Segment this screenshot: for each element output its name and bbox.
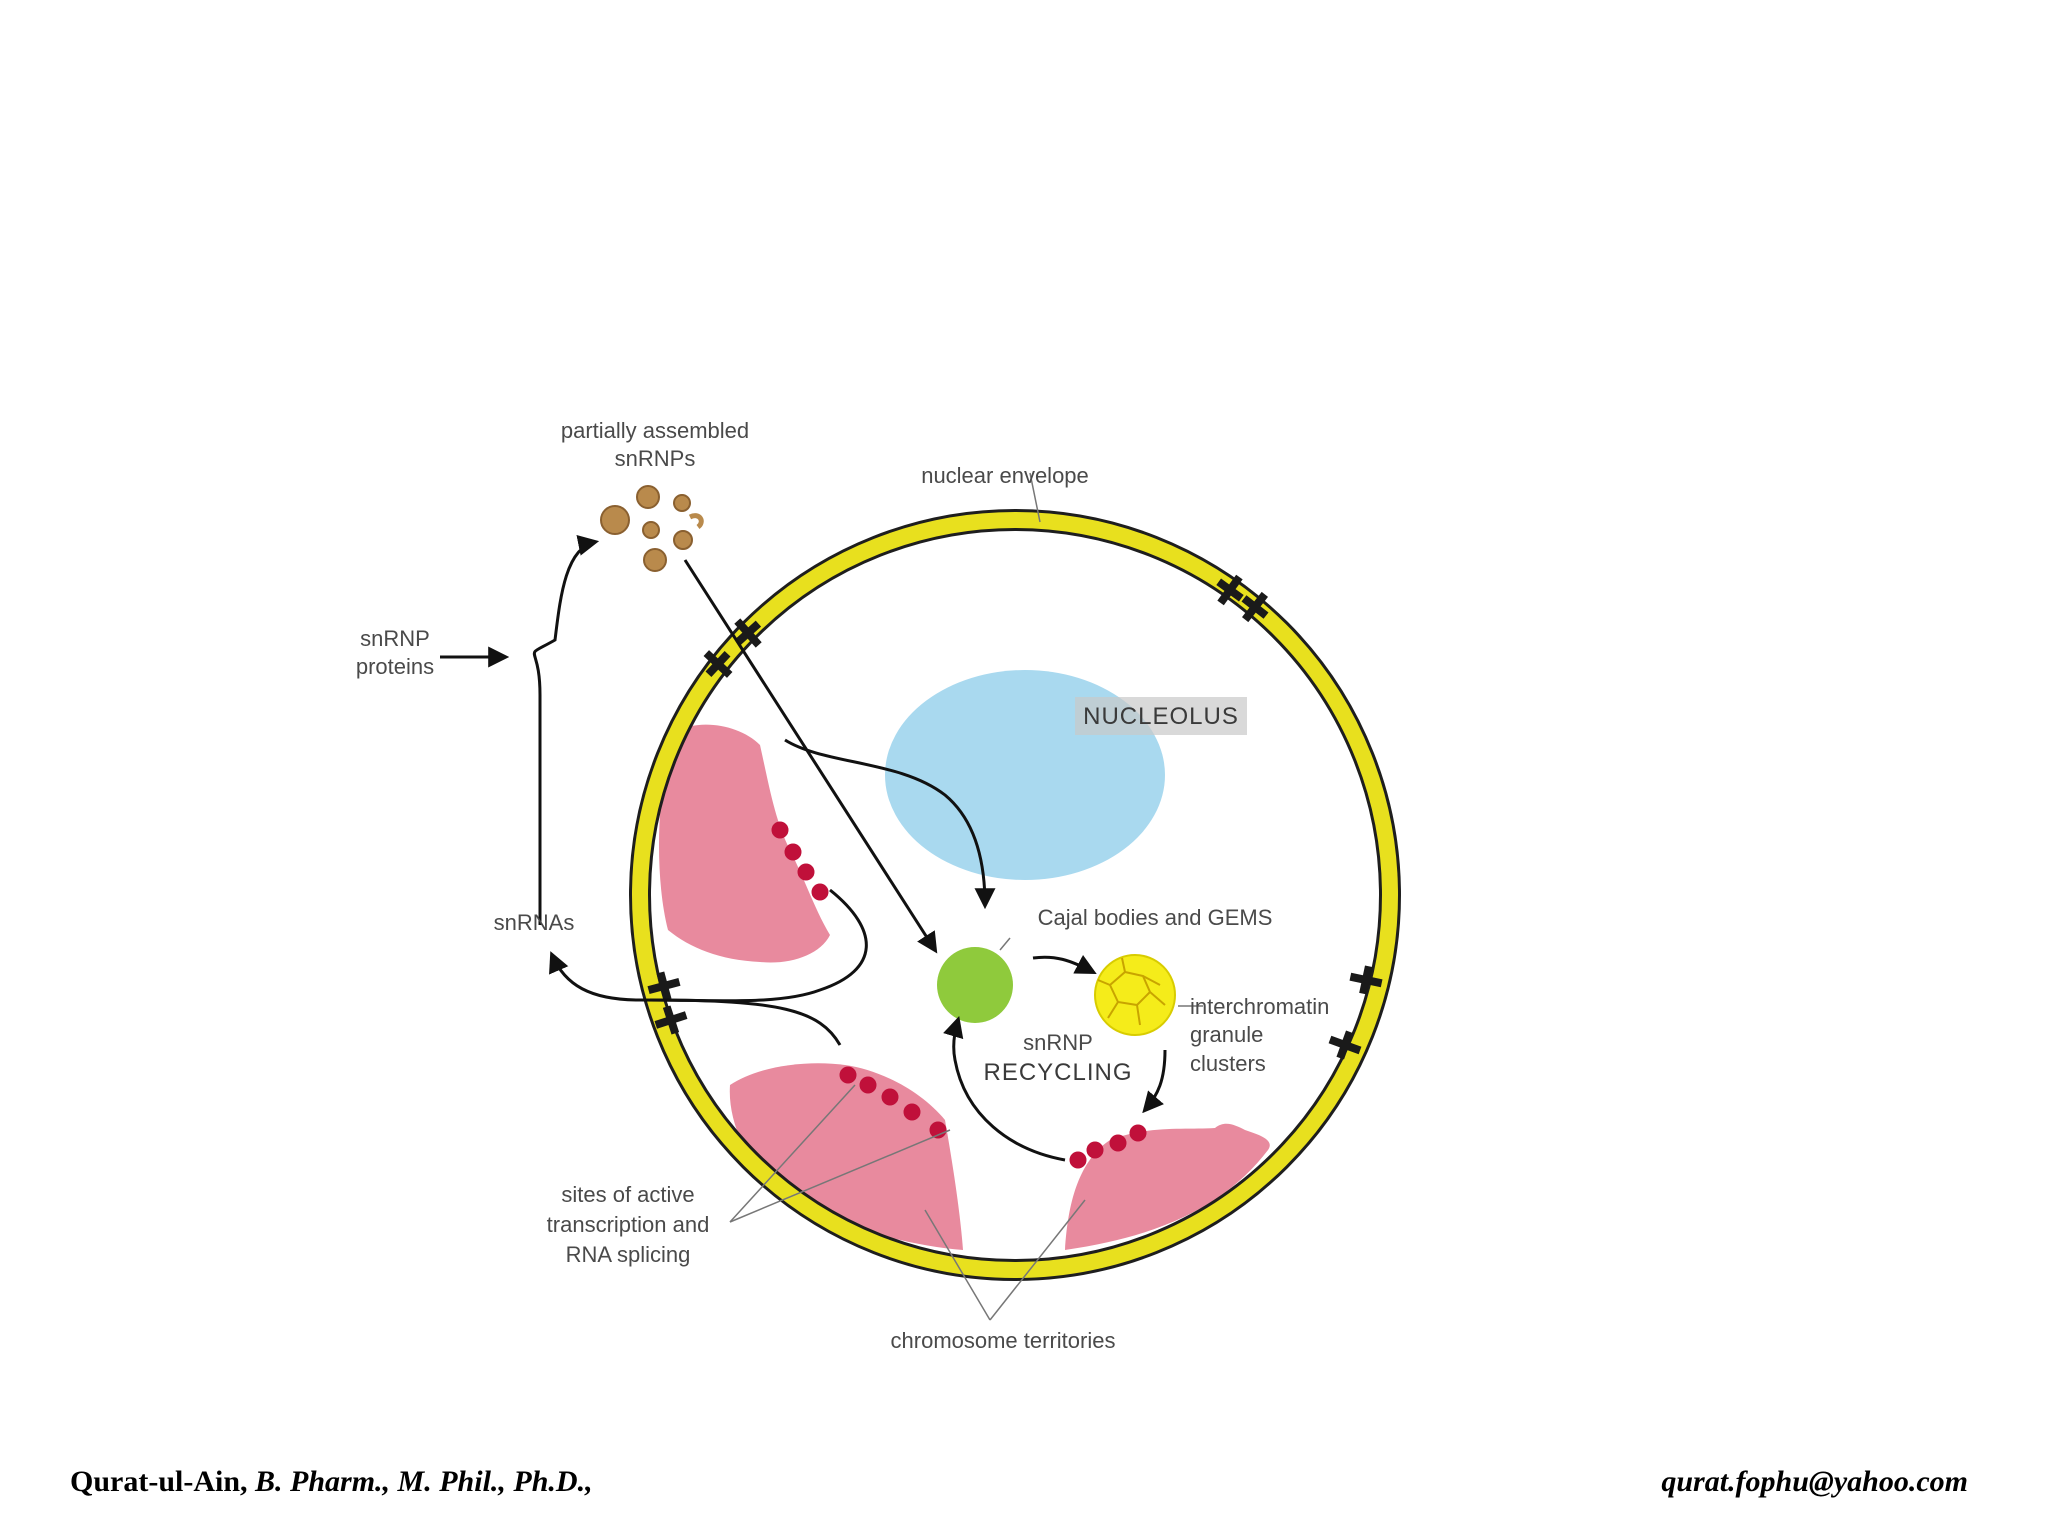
footer-email: qurat.fophu@yahoo.com xyxy=(1661,1465,1968,1498)
nuclear-envelope-fill xyxy=(632,512,1398,1278)
label-snrnas: snRNAs xyxy=(494,910,575,935)
snrnp-particles xyxy=(600,485,704,572)
arrow-snrna-up xyxy=(532,535,600,925)
arrow-export-import xyxy=(683,559,938,954)
arrow-sites-to-snrnas-lower xyxy=(649,998,842,1046)
arrow-cajal-to-granule xyxy=(1032,954,1097,974)
label-snrnp-proteins-2: proteins xyxy=(356,654,434,679)
label-snrnp-proteins-1: snRNP xyxy=(360,626,430,651)
interchromatin-granule-cluster xyxy=(1094,954,1176,1036)
pointer-lines xyxy=(729,472,1203,1321)
chromosome-territory-upper-left xyxy=(658,724,830,963)
nucleolus-label-bg xyxy=(1075,697,1247,735)
footer-author: Qurat-ul-Ain, B. Pharm., M. Phil., Ph.D.… xyxy=(70,1462,593,1502)
arrow-to-cajal xyxy=(784,738,996,910)
label-recycling-2: RECYCLING xyxy=(983,1059,1132,1086)
arrow-recycling-back xyxy=(943,1015,1066,1162)
pathway-arrows xyxy=(440,535,1167,1162)
label-sites-2: transcription and xyxy=(547,1212,710,1237)
label-cajal-bodies: Cajal bodies and GEMS xyxy=(1038,905,1273,930)
author-credentials: B. Pharm., M. Phil., Ph.D., xyxy=(247,1465,593,1498)
arrow-granule-down xyxy=(1142,1049,1167,1114)
label-sites-1: sites of active xyxy=(561,1182,694,1207)
label-nuclear-envelope: nuclear envelope xyxy=(921,463,1089,488)
cajal-body xyxy=(937,947,1013,1023)
label-nucleolus: NUCLEOLUS xyxy=(1083,703,1239,730)
label-interchromatin-2: granule xyxy=(1190,1022,1263,1047)
label-recycling-1: snRNP xyxy=(1023,1030,1093,1055)
arrow-sites-to-snrnas xyxy=(549,888,868,1003)
transcription-sites xyxy=(771,821,1147,1169)
chromosome-territory-bottom-right xyxy=(1065,1123,1270,1250)
label-chromosome-territories: chromosome territories xyxy=(891,1328,1116,1353)
label-interchromatin-1: interchromatin xyxy=(1190,994,1329,1019)
label-sites-3: RNA splicing xyxy=(566,1242,691,1267)
label-interchromatin-3: clusters xyxy=(1190,1051,1266,1076)
author-name: Qurat-ul-Ain, xyxy=(70,1465,248,1498)
nuclear-pores xyxy=(647,574,1383,1060)
label-partially-assembled: partially assembled xyxy=(561,418,749,443)
label-snrnps: snRNPs xyxy=(615,446,696,471)
